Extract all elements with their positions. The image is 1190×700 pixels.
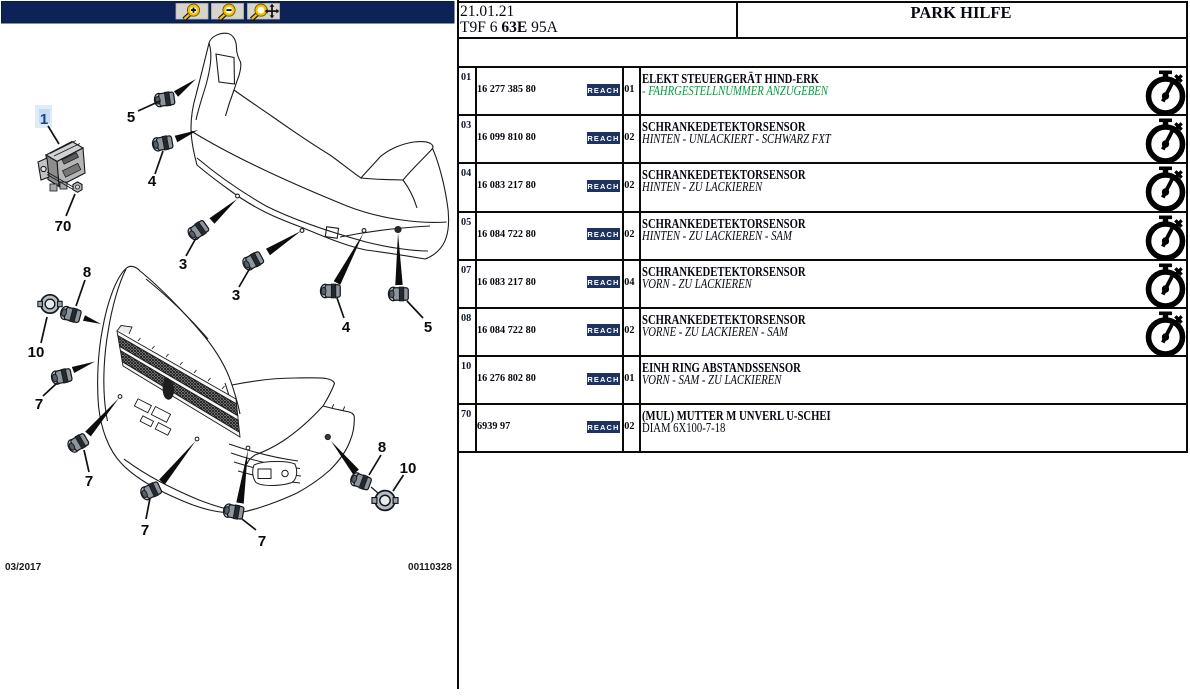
svg-text:3: 3 [232,287,240,304]
svg-text:7: 7 [141,522,149,539]
svg-text:7: 7 [35,396,43,413]
svg-text:3: 3 [179,256,187,273]
svg-text:00110328: 00110328 [408,562,452,573]
svg-text:7: 7 [258,533,266,550]
svg-text:8: 8 [378,439,386,456]
svg-text:10: 10 [28,344,45,361]
svg-text:10: 10 [400,460,417,477]
svg-text:4: 4 [148,173,157,190]
svg-text:1: 1 [40,111,48,128]
svg-text:7: 7 [85,473,93,490]
svg-text:4: 4 [342,319,351,336]
svg-text:5: 5 [127,109,135,126]
svg-text:5: 5 [424,319,432,336]
svg-text:70: 70 [55,218,72,235]
svg-text:03/2017: 03/2017 [5,562,42,573]
svg-text:8: 8 [83,264,91,281]
